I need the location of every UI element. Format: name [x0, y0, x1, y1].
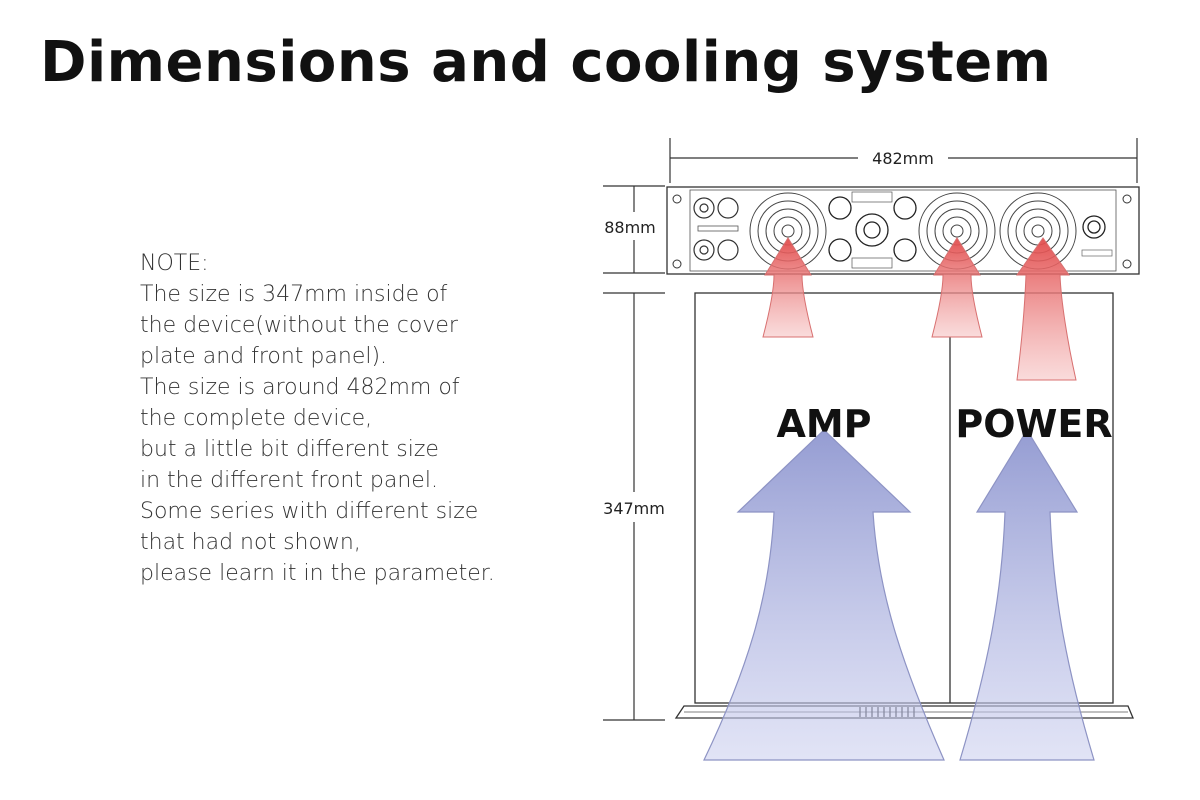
note-line: Some series with different size — [140, 499, 479, 524]
note-line: that had not shown, — [140, 530, 361, 555]
xlr-connector-icon — [693, 197, 739, 261]
note-line: please learn it in the parameter. — [140, 561, 495, 586]
hot-air-arrow-3 — [1016, 237, 1077, 381]
width-dimension — [669, 138, 1138, 183]
note-line: The size is 347mm inside of — [140, 282, 448, 307]
width-label: 482mm — [872, 149, 934, 168]
note-line: the complete device, — [140, 406, 373, 431]
amp-label: AMP — [776, 402, 871, 446]
hot-air-arrow-2 — [931, 237, 983, 338]
cool-air-arrow-amp — [703, 429, 945, 761]
depth-dimension — [603, 292, 665, 721]
cool-air-arrow-power — [959, 428, 1095, 761]
note-line: in the different front panel. — [140, 468, 438, 493]
note-line: plate and front panel). — [140, 344, 388, 369]
height-dimension — [603, 185, 665, 274]
page-title: Dimensions and cooling system — [40, 30, 1052, 95]
fan-icon — [918, 192, 996, 270]
power-inlet-icon — [1082, 215, 1106, 239]
height-label: 88mm — [604, 218, 656, 237]
hot-air-arrow-1 — [762, 237, 814, 338]
note-line: the device(without the cover — [140, 313, 458, 338]
note-line: NOTE: — [140, 251, 209, 276]
speakon-connector-icon — [828, 196, 917, 262]
note-line: The size is around 482mm of — [140, 375, 460, 400]
rear-panel — [666, 186, 1140, 275]
note-text: NOTE: The size is 347mm inside of the de… — [140, 248, 495, 589]
power-label: POWER — [955, 402, 1112, 446]
note-line: but a little bit different size — [140, 437, 439, 462]
depth-label: 347mm — [603, 499, 665, 518]
